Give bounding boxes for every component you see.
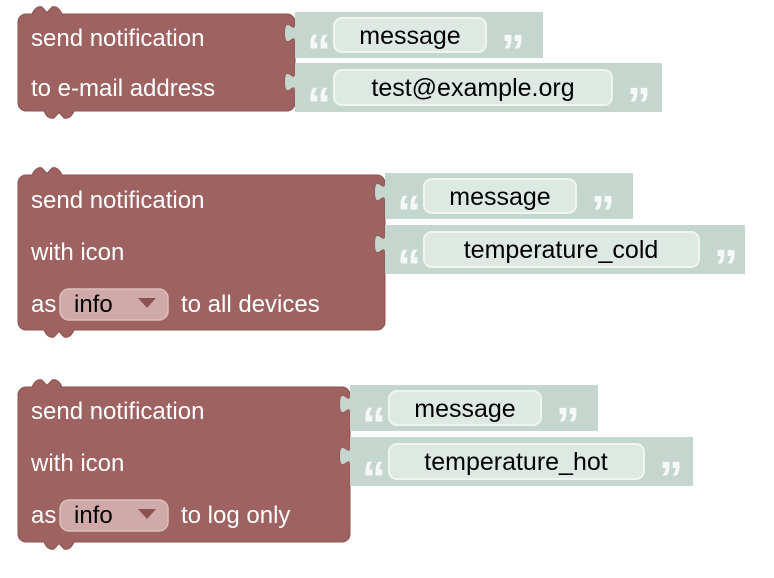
close-quote-icon: ” — [627, 79, 651, 132]
text-field-value[interactable]: temperature_hot — [424, 448, 608, 476]
text-field[interactable] — [423, 231, 700, 268]
block-label: to e-mail address — [31, 75, 215, 102]
text-field[interactable] — [388, 443, 645, 480]
text-field-value[interactable]: message — [359, 22, 460, 50]
string-block-email-address[interactable]: “ test@example.org ” — [285, 63, 662, 132]
text-field-value[interactable]: test@example.org — [371, 74, 574, 102]
text-field-value[interactable]: message — [414, 395, 515, 423]
block-label: send notification — [31, 398, 204, 425]
block-label: send notification — [31, 187, 204, 214]
string-block-icon-name[interactable]: “ temperature_cold ” — [375, 225, 745, 294]
dropdown-arrow-icon — [138, 509, 156, 519]
text-field[interactable] — [333, 69, 613, 106]
severity-dropdown-value[interactable]: info — [74, 502, 113, 529]
text-field-value[interactable]: message — [449, 183, 550, 211]
block-label: to log only — [181, 502, 290, 529]
string-block-message[interactable]: “ message ” — [375, 173, 633, 240]
close-quote-icon: ” — [659, 453, 683, 506]
close-quote-icon: ” — [714, 241, 738, 294]
text-field[interactable] — [388, 390, 542, 426]
text-field-value[interactable]: temperature_cold — [464, 236, 659, 264]
block-label: with icon — [30, 450, 124, 477]
open-quote-icon: “ — [397, 241, 421, 294]
open-quote-icon: “ — [362, 453, 386, 506]
text-field[interactable] — [423, 178, 577, 214]
block-label: as — [31, 291, 56, 318]
severity-dropdown-value[interactable]: info — [74, 291, 113, 318]
block-label: with icon — [30, 239, 124, 266]
text-field[interactable] — [333, 17, 487, 53]
open-quote-icon: “ — [307, 79, 331, 132]
dropdown-arrow-icon — [138, 298, 156, 308]
severity-dropdown[interactable]: info — [59, 499, 169, 532]
severity-dropdown[interactable]: info — [59, 288, 169, 321]
string-block-icon-name[interactable]: “ temperature_hot ” — [340, 437, 693, 506]
string-block-message[interactable]: “ message ” — [340, 385, 598, 452]
block-label: send notification — [31, 25, 204, 52]
block-label: to all devices — [181, 291, 320, 318]
block-label: as — [31, 502, 56, 529]
